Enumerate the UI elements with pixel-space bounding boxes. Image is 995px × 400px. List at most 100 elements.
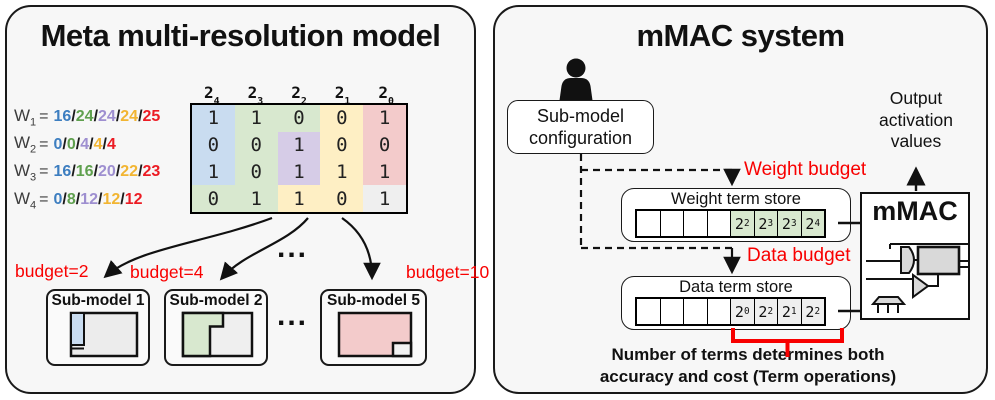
- weight-budget-label: Weight budget: [744, 159, 867, 180]
- w-row-4: W4=0/8/12/12/12: [14, 186, 190, 214]
- w-value: 16: [53, 163, 72, 181]
- value-separator: /: [120, 191, 125, 209]
- config-line1: Sub-model: [536, 106, 625, 126]
- matrix-cell-r4c3: 1: [277, 185, 321, 212]
- empty-term-cell: [660, 299, 684, 324]
- config-line2: configuration: [528, 128, 633, 148]
- submodel-5-shape-icon: [337, 311, 412, 358]
- mmac-unit-box: mMAC: [860, 192, 970, 320]
- value-separator: /: [102, 135, 107, 153]
- w-value: 8: [66, 191, 76, 209]
- w-value: 12: [80, 191, 99, 209]
- output-line2: activation: [879, 109, 953, 130]
- ellipsis-top: ...: [277, 231, 309, 264]
- w-value: 4: [80, 135, 90, 153]
- submodel-1-label: Sub-model 1: [51, 292, 145, 309]
- value-separator: /: [62, 191, 67, 209]
- matrix-cell-r1c1: 1: [192, 105, 235, 132]
- empty-term-cell: [660, 211, 684, 236]
- submodel-2-shape-icon: [181, 311, 254, 358]
- value-separator: /: [98, 191, 103, 209]
- matrix-cell-r4c2: 1: [234, 185, 278, 212]
- w-value: 20: [98, 163, 116, 181]
- equals-sign: =: [39, 135, 49, 153]
- empty-term-cell: [637, 299, 661, 324]
- equals-sign: =: [39, 191, 49, 209]
- value-separator: /: [115, 163, 121, 181]
- budget-label-1: budget=2: [15, 261, 89, 281]
- empty-term-cell: [707, 299, 731, 324]
- caption-line2: accuracy and cost (Term operations): [599, 367, 897, 386]
- left-panel-title: Meta multi-resolution model: [40, 18, 441, 53]
- budget-label-2: budget=4: [130, 262, 204, 282]
- submodel-card-1: Sub-model 1: [46, 289, 150, 366]
- value-separator: /: [138, 107, 143, 125]
- matrix-cell-r1c4: 0: [320, 105, 364, 132]
- submodel-1-shape-icon: [69, 311, 139, 358]
- w-row-1: W1=16/24/24/24/25: [14, 103, 190, 131]
- w-row-name: W2: [14, 133, 37, 156]
- matrix-cell-r3c4: 1: [320, 158, 364, 186]
- submodel-2-label: Sub-model 2: [169, 292, 263, 309]
- w-row-name: W1: [14, 105, 37, 129]
- value-separator: /: [115, 107, 121, 125]
- w-value: 24: [75, 107, 94, 125]
- mmac-label: mMAC: [872, 196, 958, 226]
- matrix-cell-r2c4: 0: [320, 131, 364, 159]
- matrix-cell-r4c1: 0: [192, 185, 235, 212]
- w-value: 12: [102, 191, 121, 209]
- w-value: 16: [75, 163, 94, 181]
- w-row-name: W4: [14, 188, 37, 212]
- matrix-cell-r1c2: 1: [234, 105, 278, 132]
- weight-store-title: Weight term store: [671, 190, 801, 208]
- w-value: 22: [120, 163, 139, 181]
- empty-term-cell: [684, 211, 708, 236]
- mmac-circuit-icon: [866, 243, 968, 313]
- data-store-title: Data term store: [679, 278, 793, 296]
- matrix-cell-r2c1: 0: [192, 131, 235, 159]
- output-line3: values: [890, 131, 942, 151]
- matrix-cell-r1c3: 0: [277, 105, 321, 132]
- submodel-5-label: Sub-model 5: [326, 292, 420, 309]
- matrix-cell-r1c5: 1: [363, 105, 406, 132]
- value-separator: /: [62, 135, 67, 153]
- ellipsis-bottom: ...: [277, 299, 309, 332]
- w-value: 25: [142, 107, 161, 125]
- w-value: 0: [53, 191, 63, 209]
- w-value: 0: [66, 135, 76, 153]
- submodel-card-2: Sub-model 2: [164, 289, 268, 366]
- matrix-cell-r2c2: 0: [234, 131, 278, 159]
- value-separator: /: [75, 135, 81, 153]
- budget-label-3: budget=10: [406, 262, 490, 282]
- data-budget-label: Data budget: [747, 245, 851, 266]
- matrix-cell-r3c1: 1: [192, 158, 235, 186]
- w-value: 16: [53, 107, 72, 125]
- value-separator: /: [93, 107, 99, 125]
- empty-term-cell: [707, 211, 731, 236]
- value-separator: /: [93, 163, 99, 181]
- w-value: 24: [120, 107, 139, 125]
- matrix-cell-r3c5: 1: [363, 158, 406, 186]
- equals-sign: =: [39, 107, 49, 125]
- w-value: 24: [98, 107, 116, 125]
- empty-term-cell: [684, 299, 708, 324]
- matrix-cell-r4c4: 0: [320, 185, 364, 212]
- matrix-cell-r2c5: 0: [363, 131, 406, 159]
- matrix-cell-r4c5: 1: [363, 185, 406, 212]
